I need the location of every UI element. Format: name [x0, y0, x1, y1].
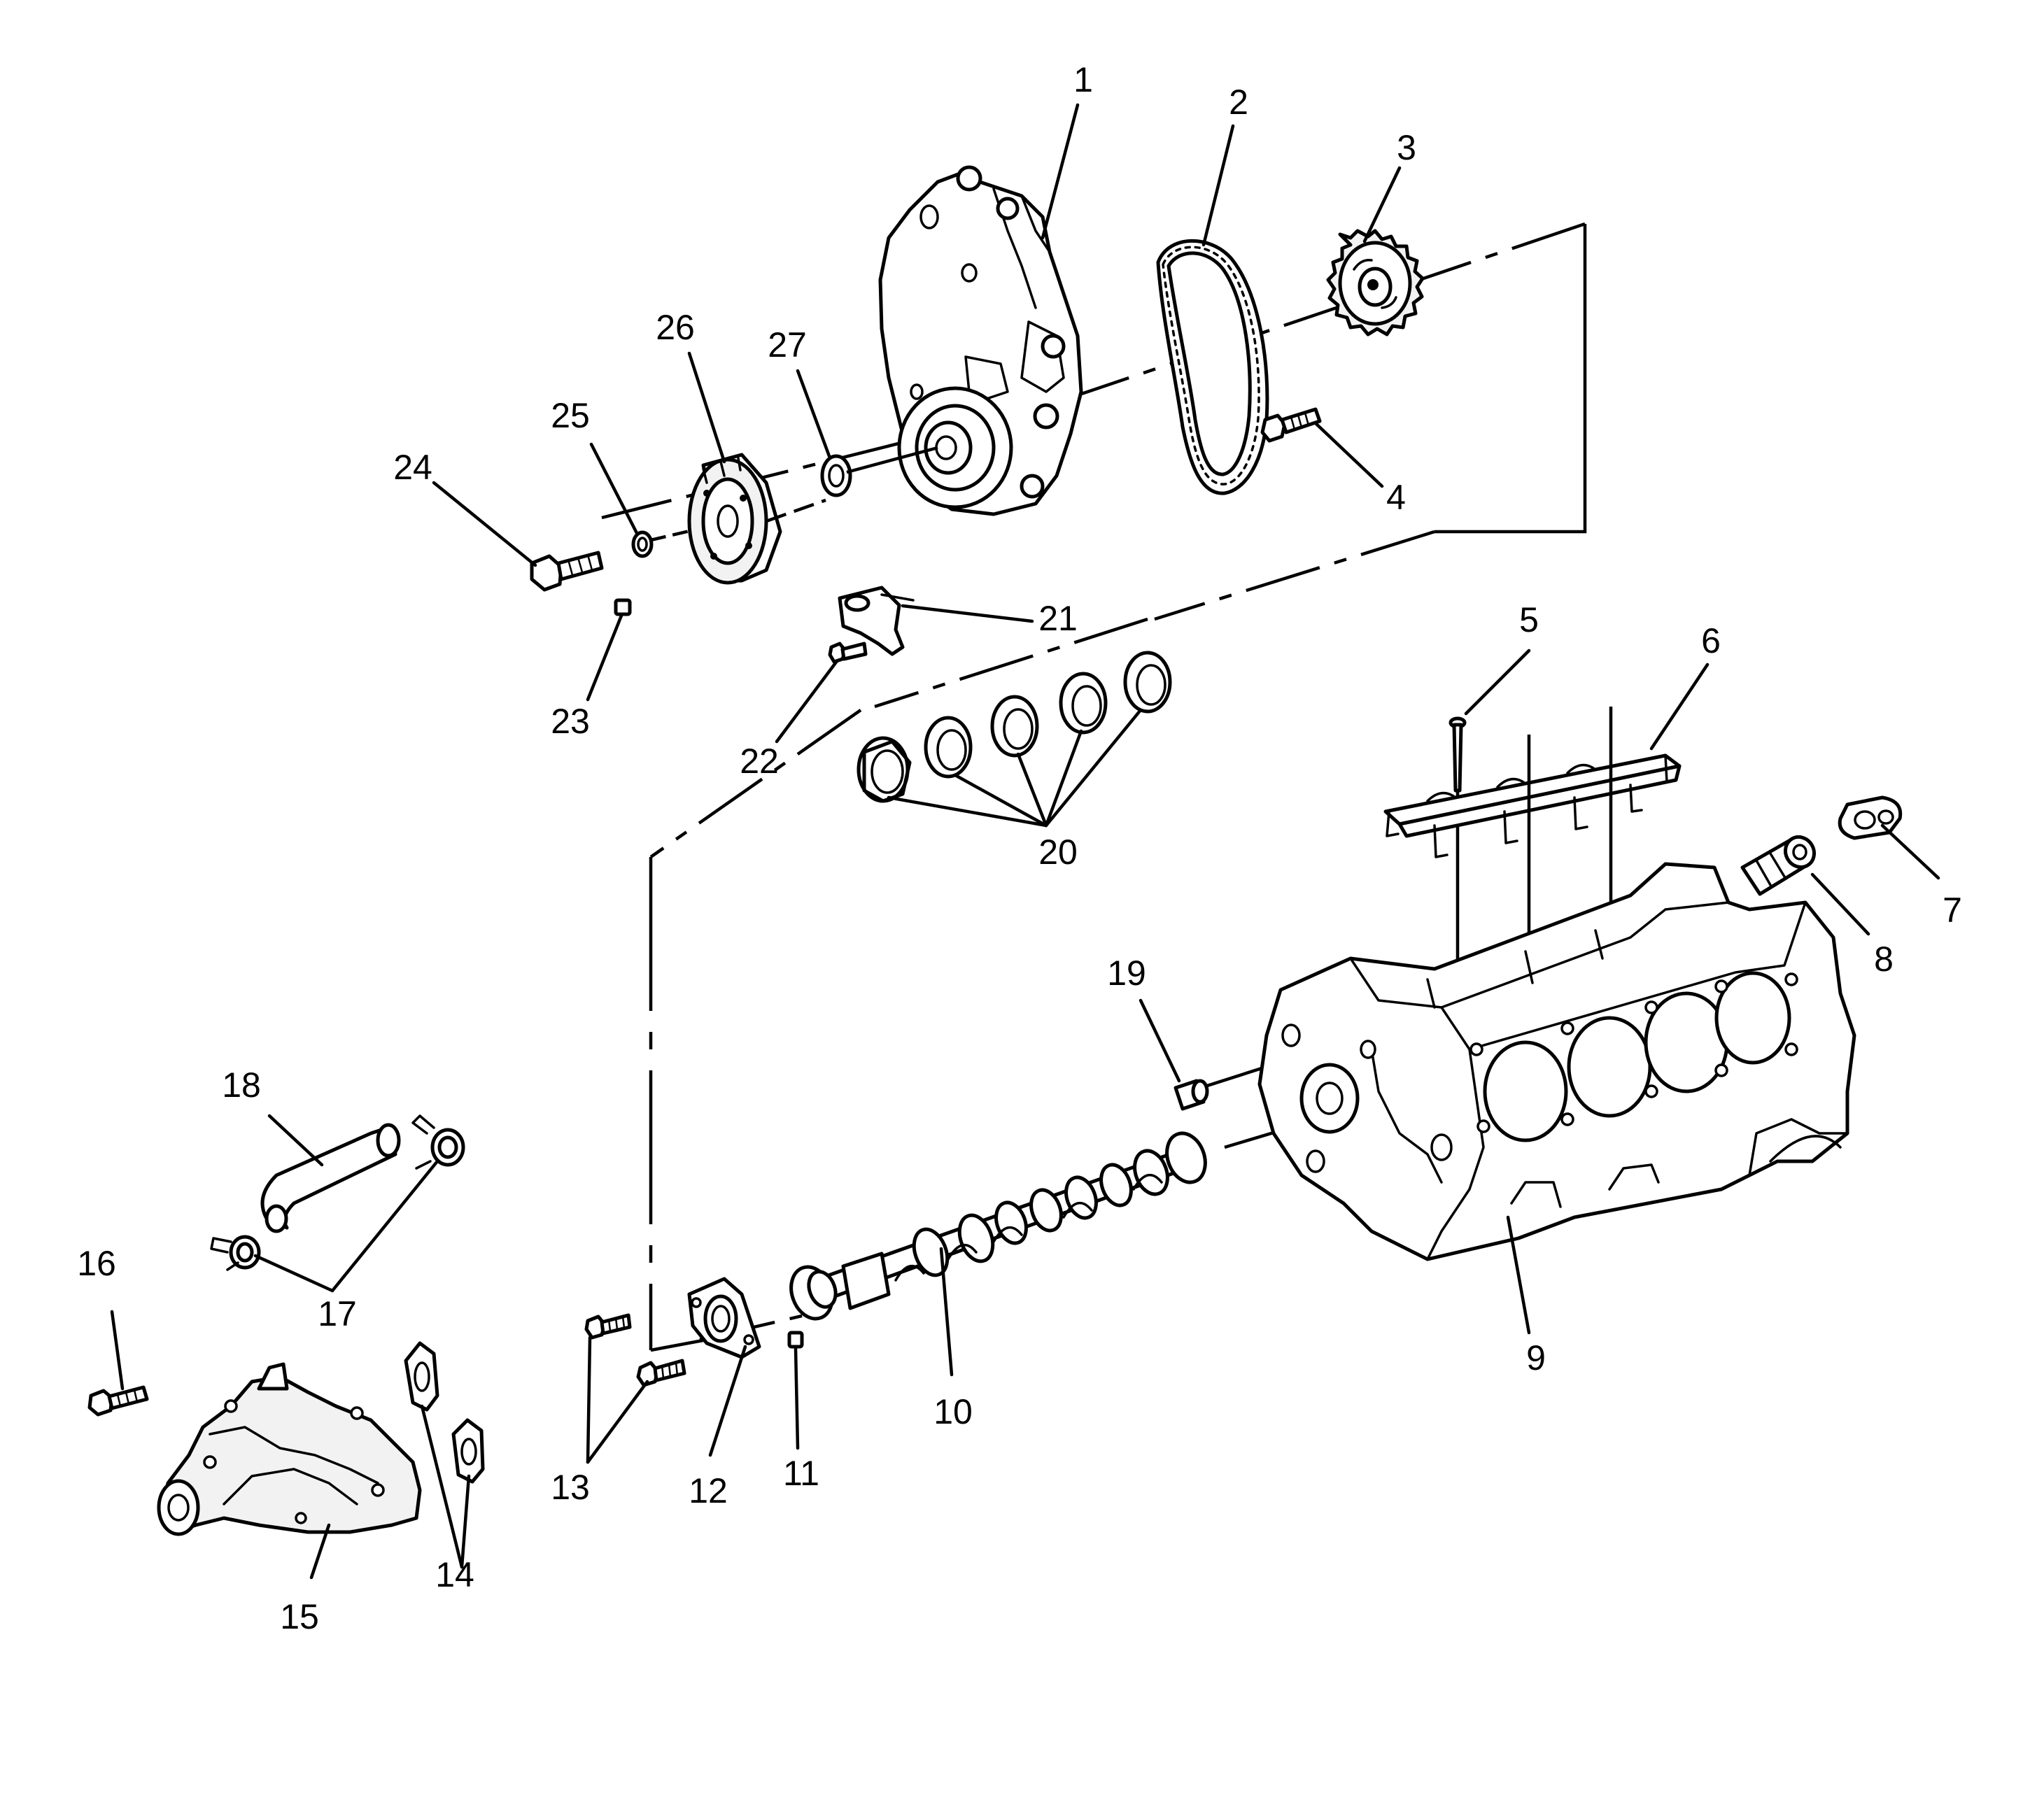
callout-9: 9 — [1526, 1338, 1546, 1377]
lifter-guide-part-6 — [1383, 707, 1682, 986]
callout-18: 18 — [222, 1065, 261, 1105]
pump-bolt-part-16 — [87, 1385, 149, 1417]
callout-21: 21 — [1038, 599, 1078, 638]
callout-17: 17 — [318, 1294, 357, 1333]
harmonic-balancer-part-26 — [687, 453, 782, 585]
callout-5: 5 — [1519, 600, 1539, 639]
callout-25: 25 — [551, 396, 590, 435]
callout-10: 10 — [933, 1392, 973, 1431]
callout-3: 3 — [1397, 128, 1416, 167]
plate-bolts-part-13 — [584, 1313, 686, 1387]
callout-2: 2 — [1229, 83, 1248, 122]
water-pump-gaskets-part-14 — [404, 1341, 485, 1484]
callout-4: 4 — [1386, 478, 1406, 517]
callout-19: 19 — [1107, 954, 1146, 993]
leader-lines — [110, 103, 1940, 1580]
sprocket-bolt-part-4 — [1260, 407, 1322, 443]
callout-7: 7 — [1943, 891, 1962, 930]
damper-bolt-part-24 — [530, 551, 604, 592]
retainer-plate-part-12 — [687, 1277, 761, 1359]
hose-clamps-part-17 — [210, 1114, 465, 1271]
sensor-bolt-part-22 — [828, 642, 868, 664]
callout-20: 20 — [1038, 832, 1078, 872]
front-cover-part-1 — [878, 165, 1083, 516]
callout-12: 12 — [689, 1471, 728, 1510]
engine-block-part-9 — [1257, 862, 1856, 1261]
callout-23: 23 — [551, 702, 590, 741]
callout-14: 14 — [435, 1555, 474, 1594]
callout-11: 11 — [783, 1454, 819, 1493]
camshaft-sprocket-part-3 — [1326, 229, 1425, 336]
washer-part-25 — [631, 530, 654, 558]
bushing-part-19 — [1173, 1079, 1209, 1111]
callout-1: 1 — [1073, 60, 1093, 99]
callout-16: 16 — [77, 1244, 116, 1283]
camshaft-part-10 — [789, 1131, 1207, 1321]
camshaft-sensor-part-21 — [838, 586, 915, 656]
callout-8: 8 — [1874, 940, 1894, 979]
bypass-hose-part-18 — [260, 1123, 401, 1233]
sleeve-part-8 — [1740, 835, 1817, 896]
timing-chain-part-2 — [1156, 239, 1269, 495]
dowel-part-11 — [787, 1331, 804, 1349]
water-pump-part-15 — [157, 1362, 422, 1536]
callout-15: 15 — [280, 1597, 319, 1636]
cam-bearings-part-20 — [857, 651, 1172, 803]
callout-labels: 1 2 3 4 5 6 7 8 9 10 11 12 13 14 15 16 1… — [77, 60, 1962, 1636]
callout-27: 27 — [768, 325, 807, 364]
callout-13: 13 — [551, 1468, 590, 1507]
callout-6: 6 — [1701, 621, 1721, 660]
callout-22: 22 — [740, 742, 779, 781]
callout-26: 26 — [656, 308, 695, 347]
front-seal-part-27 — [820, 454, 852, 497]
callout-24: 24 — [393, 448, 432, 487]
key-part-23 — [614, 598, 632, 616]
